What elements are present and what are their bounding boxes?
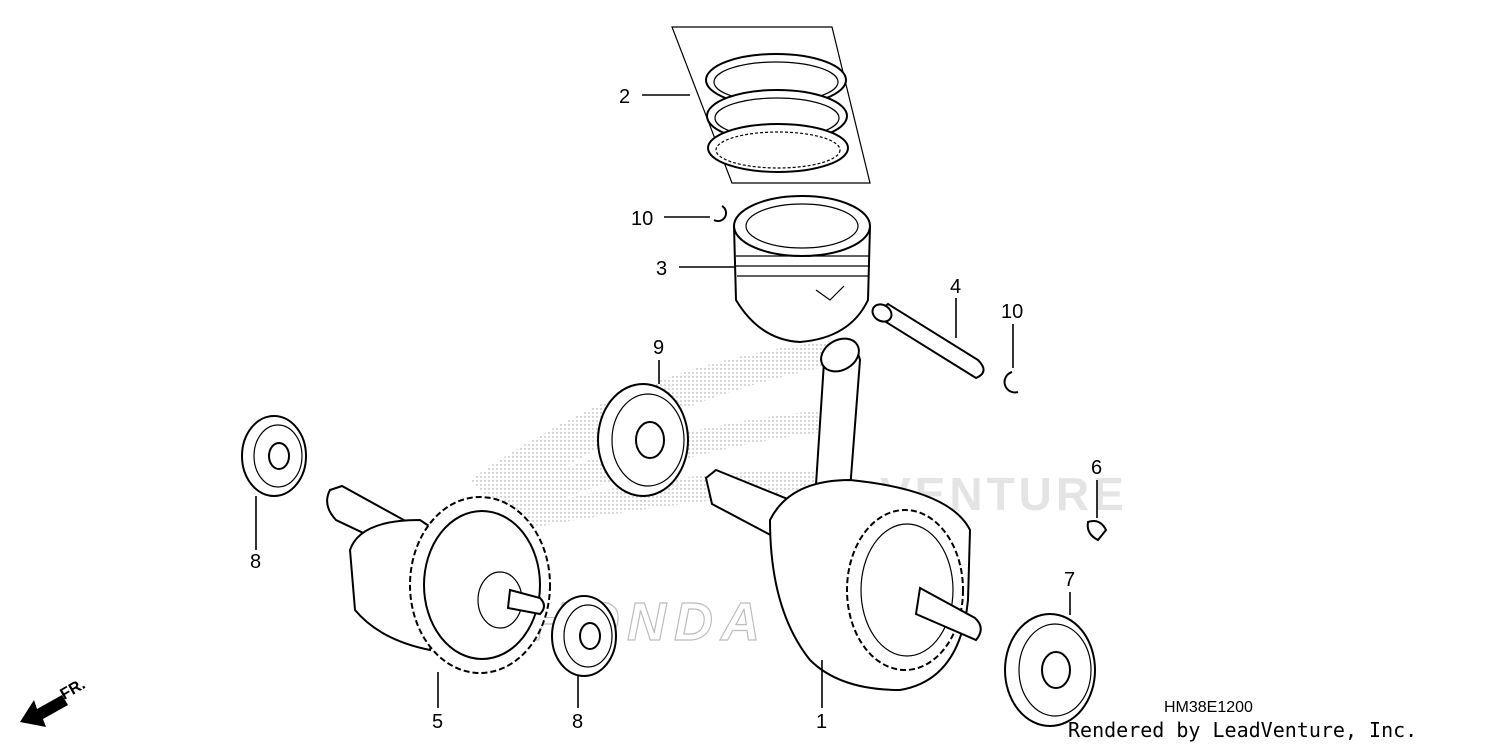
callout-7[interactable]: 7 — [1064, 569, 1075, 591]
leader-lines — [255, 94, 1098, 708]
callout-1[interactable]: 1 — [816, 711, 827, 733]
front-arrow-icon — [20, 695, 68, 727]
callout-8-lower[interactable]: 8 — [572, 711, 583, 733]
callout-2[interactable]: 2 — [619, 86, 630, 108]
ring-set-frame — [671, 26, 871, 184]
front-direction-indicator: FR. — [20, 676, 88, 727]
piston-pin — [871, 302, 985, 380]
bearing-8-lower — [551, 595, 617, 677]
piston-pin-clips — [713, 205, 1019, 394]
woodruff-key — [1086, 520, 1108, 542]
callout-10-lower[interactable]: 10 — [1001, 301, 1023, 323]
pin-clip-lower — [1003, 371, 1019, 394]
callout-5[interactable]: 5 — [432, 711, 443, 733]
bearing-7 — [1004, 613, 1096, 727]
bearing-8-left — [241, 415, 307, 497]
pin-clip-upper — [713, 205, 728, 223]
render-credit: Rendered by LeadVenture, Inc. — [1068, 718, 1417, 742]
crankshaft-left — [326, 484, 551, 674]
callout-10-upper[interactable]: 10 — [631, 208, 653, 230]
callout-6[interactable]: 6 — [1091, 457, 1102, 479]
watermark-wing-icon — [470, 340, 860, 530]
piston-ring-set — [671, 26, 871, 184]
oil-ring — [707, 123, 849, 173]
bearing-9 — [597, 383, 689, 497]
callout-8-left[interactable]: 8 — [250, 551, 261, 573]
callout-3[interactable]: 3 — [656, 258, 667, 280]
piston — [732, 195, 872, 344]
crankshaft-right — [704, 337, 982, 692]
diagram-part-code: HM38E1200 — [1164, 699, 1253, 716]
callout-4[interactable]: 4 — [950, 276, 961, 298]
callouts: 2 10 3 4 10 9 6 7 8 5 8 1 — [250, 86, 1102, 733]
callout-9[interactable]: 9 — [653, 337, 664, 359]
